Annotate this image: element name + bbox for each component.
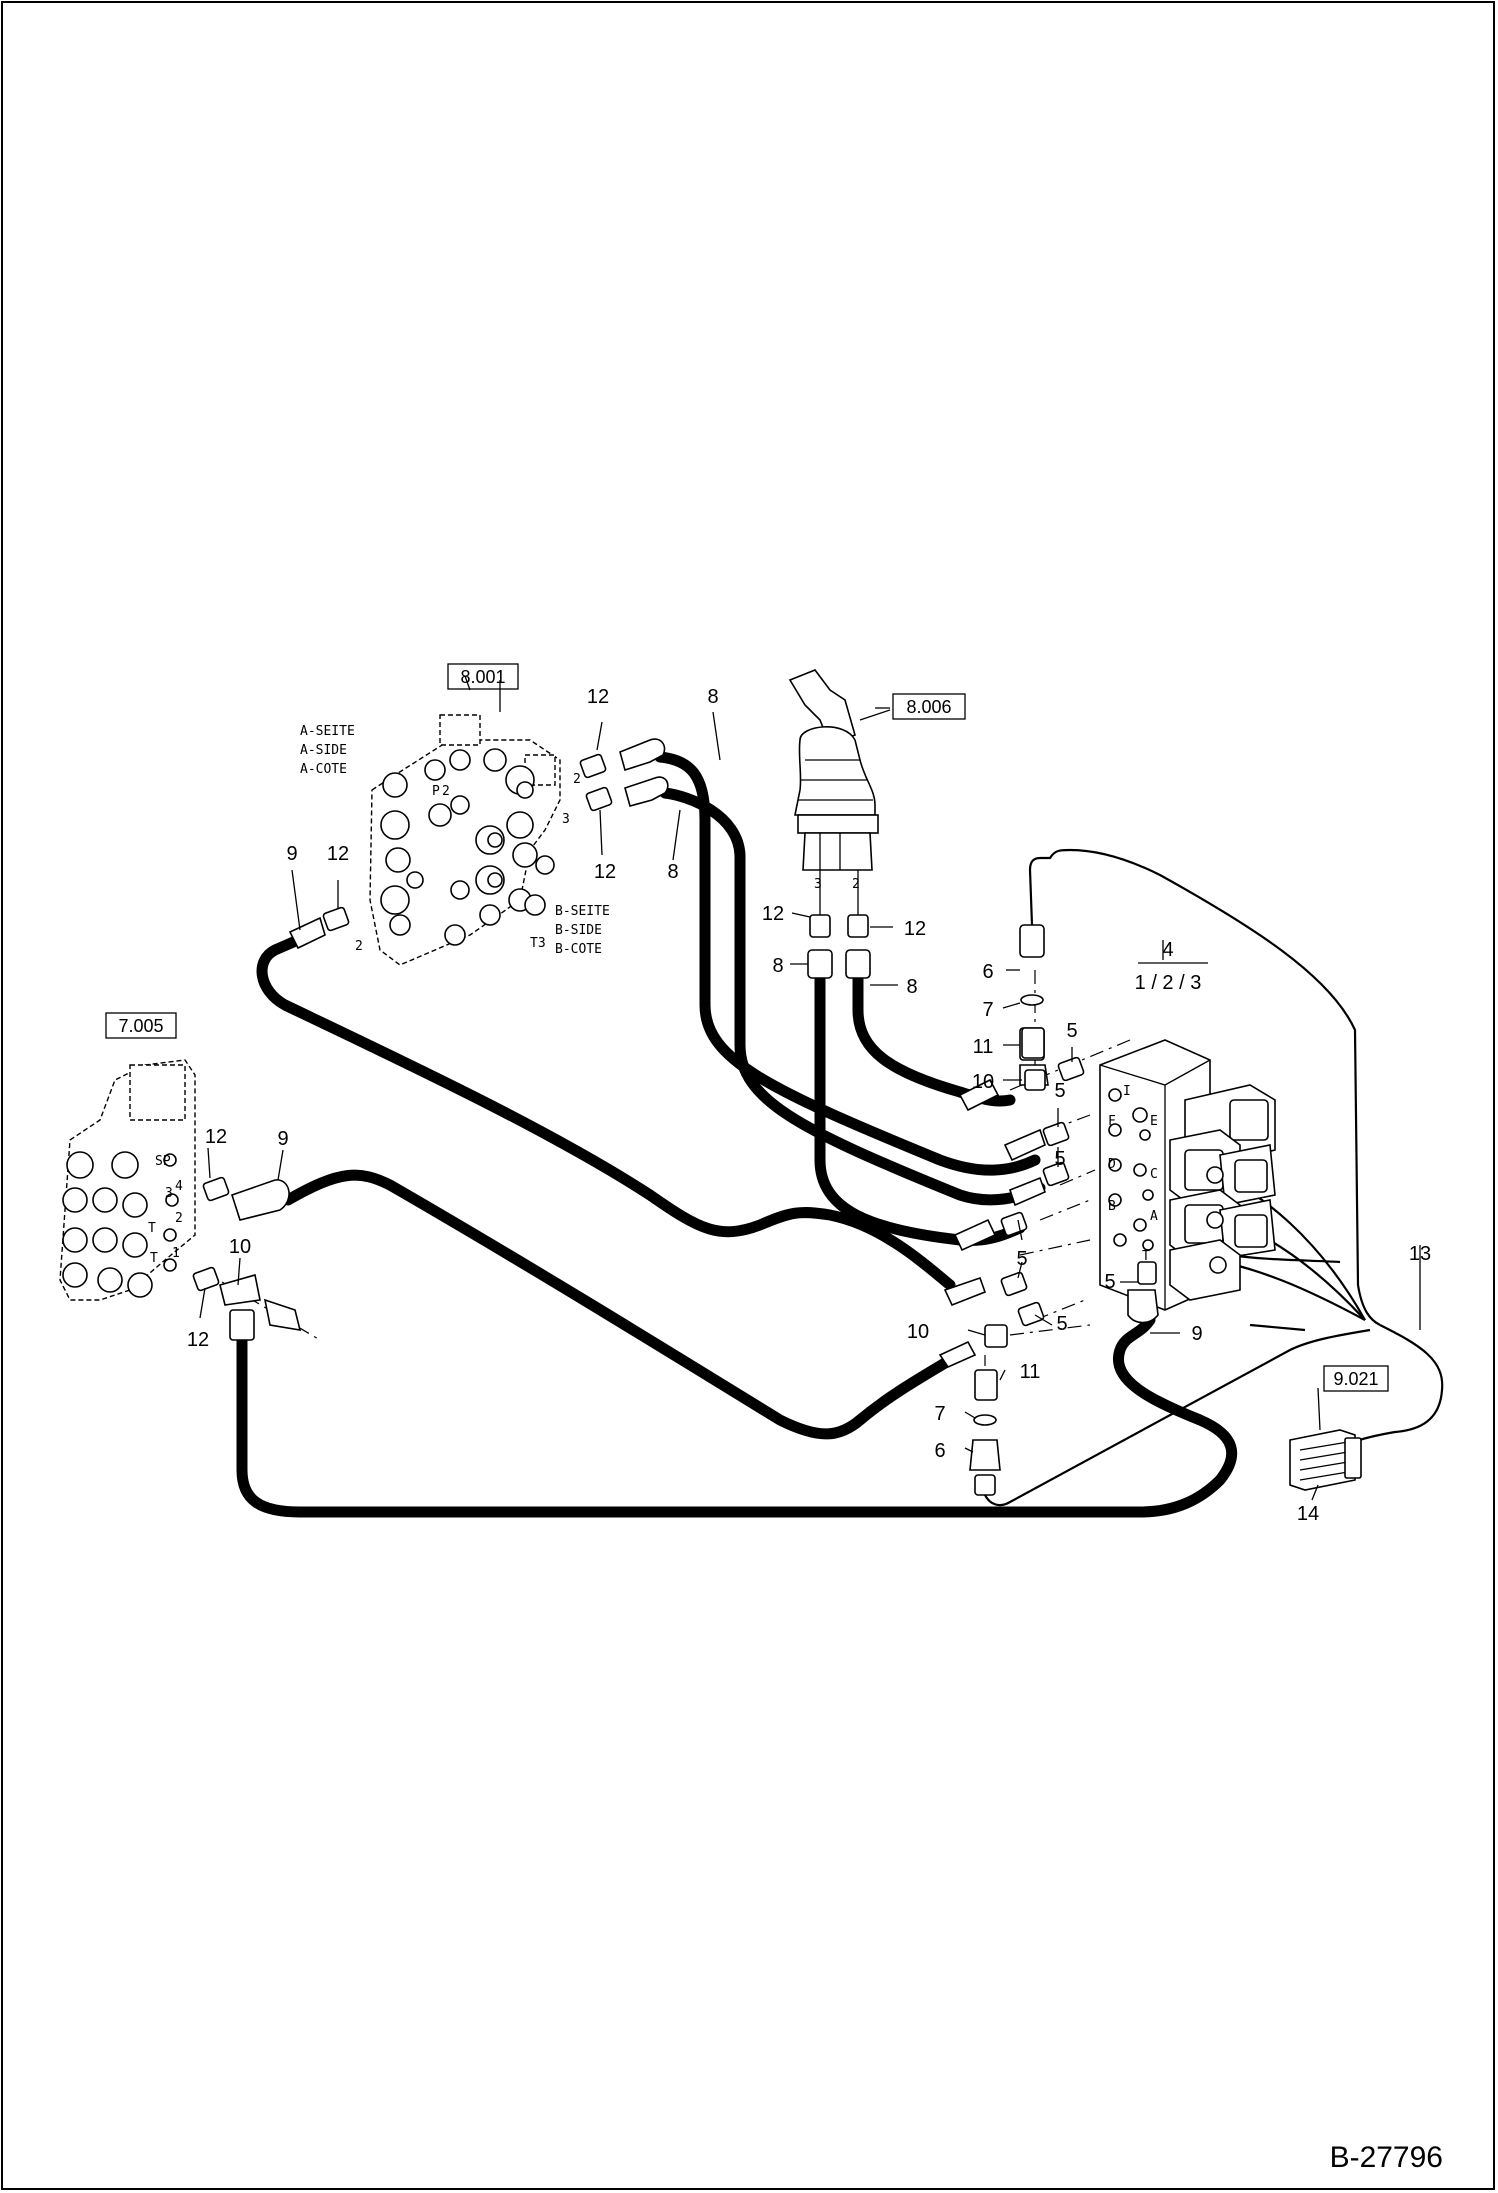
hose-9-long [256, 934, 956, 1291]
hoses [236, 751, 1238, 1518]
callout-7-top: 7 [982, 999, 993, 1021]
callout-9-right: 9 [1191, 1323, 1202, 1345]
hose-9-block [282, 1169, 956, 1440]
wire-sensor-bottom [984, 1328, 1371, 1507]
callout-8-joy-left: 8 [772, 955, 783, 977]
block-port-t2: T [150, 1251, 158, 1266]
block-port-4: 4 [175, 1179, 183, 1194]
callout-11-bottom: 11 [1020, 1361, 1041, 1383]
ref-9021: 9.021 [1333, 1369, 1378, 1389]
callout-5-e: 5 [1056, 1313, 1067, 1335]
ref-box-8001 [447, 663, 519, 690]
callout-8-valve-top: 8 [707, 686, 718, 708]
ref-box-8006 [892, 693, 966, 720]
hose-9-return [236, 1314, 1238, 1518]
callout-12-block-bottom: 12 [187, 1329, 209, 1351]
ref-8001: 8.001 [460, 667, 505, 687]
block-port-1: 1 [172, 1246, 180, 1261]
wire-sol-4 [1229, 1253, 1341, 1264]
assembly-variants: 1 / 2 / 3 [1135, 972, 1202, 994]
manifold-port-a: A [1150, 1209, 1158, 1224]
valve-port-3: 3 [562, 812, 570, 827]
assembly-item: 4 [1162, 939, 1173, 961]
valve-port-p: P [432, 784, 440, 799]
block-port-t1: T [148, 1221, 156, 1236]
callout-11-top: 11 [973, 1036, 994, 1058]
joystick-8006 [788, 669, 891, 915]
callout-10-block: 10 [229, 1236, 251, 1258]
valve-manifold-4 [1099, 1039, 1276, 1311]
callout-10-bottom: 10 [907, 1321, 929, 1343]
callout-12-valve-bottom: 12 [594, 861, 616, 883]
drawing-number: B-27796 [1329, 2141, 1443, 2174]
callout-5-a: 5 [1066, 1020, 1077, 1042]
callout-5-d: 5 [1016, 1248, 1027, 1270]
a-side-de: A-SEITE [300, 724, 355, 739]
assembly-label: 4 1 / 2 / 3 [1135, 939, 1208, 994]
b-side-en: B-SIDE [555, 923, 602, 938]
callout-12-valve-top: 12 [587, 686, 609, 708]
callout-12-valve-left: 12 [327, 843, 349, 865]
callout-12-joy-right: 12 [904, 918, 926, 940]
callout-12-joy-left: 12 [762, 903, 784, 925]
manifold-port-f: F [1108, 1114, 1116, 1129]
callout-6-bottom: 6 [934, 1440, 945, 1462]
callout-14: 14 [1297, 1503, 1319, 1525]
manifold-port-d: D [1108, 1157, 1116, 1172]
manifold-port-e: E [1150, 1114, 1158, 1129]
callout-8-valve-bottom: 8 [667, 861, 678, 883]
port-t3: T3 [530, 936, 546, 951]
callout-7-bottom: 7 [934, 1403, 945, 1425]
block-port-2: 2 [175, 1211, 183, 1226]
hose-8-joystick-2 [852, 969, 1016, 1107]
callout-6-top: 6 [982, 961, 993, 983]
wire-sensor-top [1028, 848, 1381, 1326]
ref-8006: 8.006 [906, 697, 951, 717]
b-side-de: B-SEITE [555, 904, 610, 919]
ref-7005: 7.005 [118, 1016, 163, 1036]
ref-box-7005 [105, 1012, 177, 1039]
manifold-port-b: B [1108, 1199, 1116, 1214]
hose-8-joystick-3 [814, 969, 1026, 1247]
callout-13: 13 [1409, 1243, 1431, 1265]
b-side-fr: B-COTE [555, 942, 602, 957]
reference-boxes: 8.001 8.006 7.005 9.021 [105, 663, 1389, 1392]
callout-12-block-top: 12 [205, 1126, 227, 1148]
callout-5-c: 5 [1054, 1148, 1065, 1170]
valve-port-2a: 2 [573, 772, 581, 787]
a-side-fr: A-COTE [300, 762, 347, 777]
joystick-port-3: 3 [814, 877, 822, 892]
manifold-port-c: C [1150, 1167, 1158, 1182]
callout-9-valve: 9 [286, 843, 297, 865]
callout-5-b: 5 [1054, 1080, 1065, 1102]
a-side-en: A-SIDE [300, 743, 347, 758]
block-port-3: 3 [165, 1186, 173, 1201]
manifold-port-t: T [1142, 1249, 1150, 1264]
callout-10-top: 10 [972, 1071, 994, 1093]
callouts: 12 8 12 8 9 12 12 12 8 8 6 7 11 10 5 5 5… [187, 686, 1431, 1525]
leader-lines [199, 675, 1421, 1501]
ref-box-9021 [1323, 1365, 1389, 1392]
port-markings: 2 3 2 P 2 3 2 SP 4 3 T 2 T 1 I E F D C B… [148, 772, 1158, 1266]
callout-5-f: 5 [1104, 1271, 1115, 1293]
joystick-port-2: 2 [852, 877, 860, 892]
valve-port-2b: 2 [355, 939, 363, 954]
fittings [192, 738, 1362, 1496]
control-valve-8001 [369, 714, 561, 966]
hose-8-lower [659, 787, 1046, 1206]
valve-port-2c: 2 [442, 784, 450, 799]
callout-9-block: 9 [277, 1128, 288, 1150]
callout-8-joy-right: 8 [906, 976, 917, 998]
hose-8-upper [654, 751, 1041, 1176]
manifold-port-i: I [1123, 1084, 1131, 1099]
side-labels: A-SEITE A-SIDE A-COTE B-SEITE B-SIDE B-C… [300, 724, 610, 957]
wire-short [1249, 1323, 1306, 1332]
valve-block-7005 [59, 1059, 196, 1301]
block-port-sp: SP [155, 1154, 171, 1169]
